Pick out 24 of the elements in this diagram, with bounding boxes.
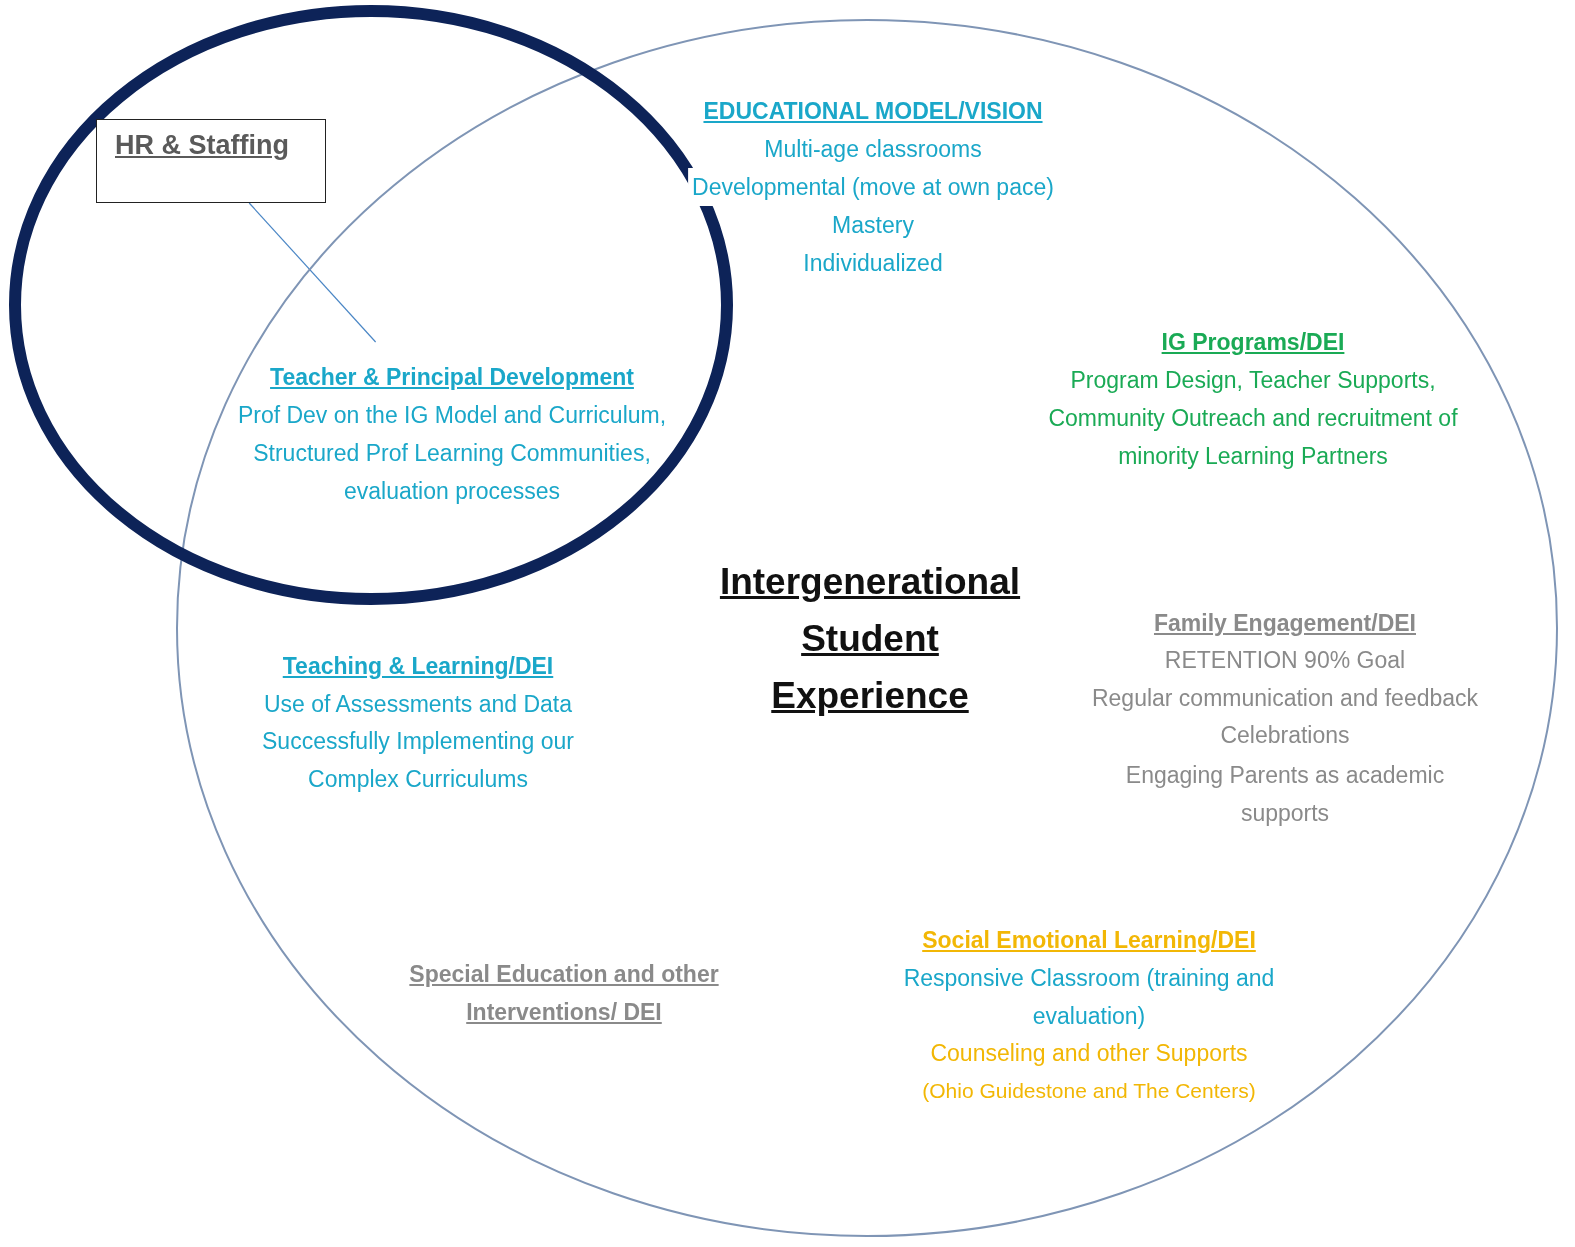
- section-heading: Teaching & Learning/DEI: [281, 652, 555, 681]
- section-heading: EDUCATIONAL MODEL/VISION: [702, 97, 1044, 126]
- section-heading: Teacher & Principal Development: [269, 363, 635, 392]
- body-text: Engaging Parents as academic supports: [1124, 761, 1446, 828]
- title-text: Intergenerational Student Experience: [718, 560, 1022, 718]
- body-text: Responsive Classroom (training and evaluation): [902, 964, 1276, 1031]
- body-text: Mastery: [831, 211, 915, 240]
- body-text: Successfully Implementing our Complex Curriculums: [261, 727, 575, 794]
- section-heading: IG Programs/DEI: [1160, 328, 1346, 357]
- leader-line: [248, 202, 377, 343]
- body-text: Regular communication and feedback: [1090, 684, 1480, 713]
- section-heading: Family Engagement/DEI: [1153, 609, 1417, 638]
- label-box: HR & Staffing: [96, 119, 326, 203]
- body-text: Individualized: [802, 249, 944, 278]
- section-heading: Special Education and other Interventions/ DEI: [408, 960, 720, 1027]
- body-text: Celebrations: [1219, 721, 1351, 750]
- body-text: Multi-age classrooms: [763, 135, 983, 164]
- body-text: Prof Dev on the IG Model and Curriculum, Structured Prof Learning Communities, evaluation processes: [236, 401, 668, 506]
- body-text: RETENTION 90% Goal: [1163, 646, 1407, 675]
- body-text: Counseling and other Supports: [929, 1039, 1249, 1068]
- body-text: Program Design, Teacher Supports, Community Outreach and recruitment of minority Learning Partners: [1047, 366, 1459, 471]
- body-text: Use of Assessments and Data: [262, 690, 574, 719]
- note-text: (Ohio Guidestone and The Centers): [921, 1078, 1257, 1104]
- section-heading: Social Emotional Learning/DEI: [921, 926, 1257, 955]
